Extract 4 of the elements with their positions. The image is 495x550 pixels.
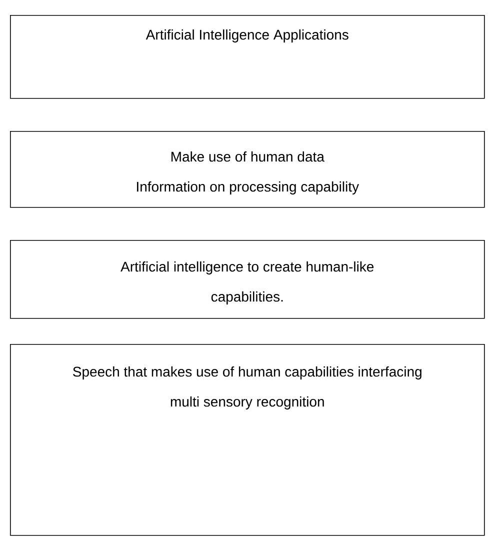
text-box: Make use of human data Information on processing capability: [10, 131, 485, 208]
text-box: Speech that makes use of human capabilities interfacing multi sensory recognition: [10, 344, 485, 536]
text-box: Artificial Intelligence Applications: [10, 15, 485, 99]
text-box: Artificial intelligence to create human-like capabilities.: [10, 240, 485, 319]
